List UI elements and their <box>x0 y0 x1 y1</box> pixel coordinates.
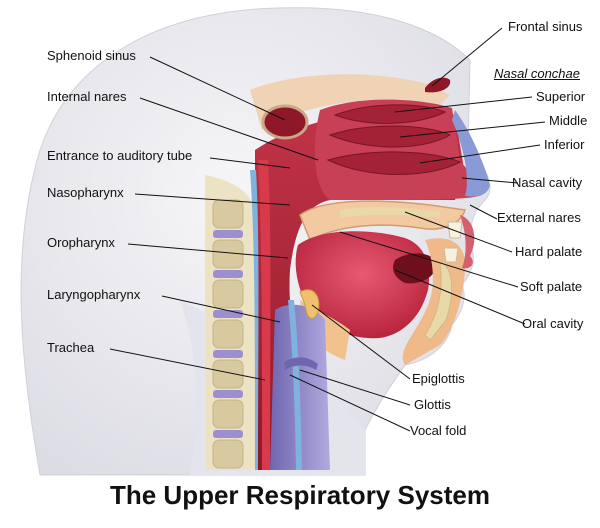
label-epiglottis: Epiglottis <box>412 371 465 386</box>
lips <box>460 215 475 269</box>
label-middle: Middle <box>549 113 588 128</box>
pharynx-wall <box>258 160 271 470</box>
label-nasal-conchae: Nasal conchae <box>494 66 580 81</box>
label-superior: Superior <box>536 89 586 104</box>
label-nasal-cavity: Nasal cavity <box>512 175 583 190</box>
nasal-vestibule <box>452 110 490 197</box>
label-entrance-auditory-tube: Entrance to auditory tube <box>47 148 193 163</box>
label-hard-palate: Hard palate <box>515 244 583 259</box>
jaw-tissue <box>402 238 466 365</box>
label-oral-cavity: Oral cavity <box>522 316 584 331</box>
lower-teeth <box>443 247 459 263</box>
label-laryngopharynx: Laryngopharynx <box>47 287 141 302</box>
vertebrae <box>212 199 244 469</box>
label-inferior: Inferior <box>544 137 585 152</box>
label-trachea: Trachea <box>47 340 95 355</box>
pharynx-wall-blue <box>250 170 259 470</box>
frontal-sinus <box>425 77 451 93</box>
vocal-fold <box>284 357 318 370</box>
leader-lines <box>109 27 546 432</box>
trachea-lining <box>288 300 302 470</box>
epiglottis <box>299 289 320 319</box>
intervertebral-discs <box>213 230 243 438</box>
nasal-conchae <box>326 104 462 175</box>
sphenoid-sinus <box>261 104 309 140</box>
pharynx-airway <box>255 110 465 470</box>
label-external-nares: External nares <box>497 210 581 225</box>
nasal-cavity <box>314 99 483 200</box>
label-vocal-fold: Vocal fold <box>410 423 467 438</box>
label-internal-nares: Internal nares <box>47 89 127 104</box>
label-nasopharynx: Nasopharynx <box>47 185 124 200</box>
label-soft-palate: Soft palate <box>520 279 583 294</box>
oral-cavity <box>393 253 438 284</box>
tongue <box>295 231 430 339</box>
diagram-title: The Upper Respiratory System <box>109 480 490 510</box>
label-glottis: Glottis <box>414 397 451 412</box>
trachea <box>270 304 330 470</box>
label-oropharynx: Oropharynx <box>47 235 115 250</box>
cranial-base <box>250 74 450 130</box>
label-frontal-sinus: Frontal sinus <box>508 19 583 34</box>
label-sphenoid-sinus: Sphenoid sinus <box>47 48 136 63</box>
upper-teeth <box>447 221 463 239</box>
